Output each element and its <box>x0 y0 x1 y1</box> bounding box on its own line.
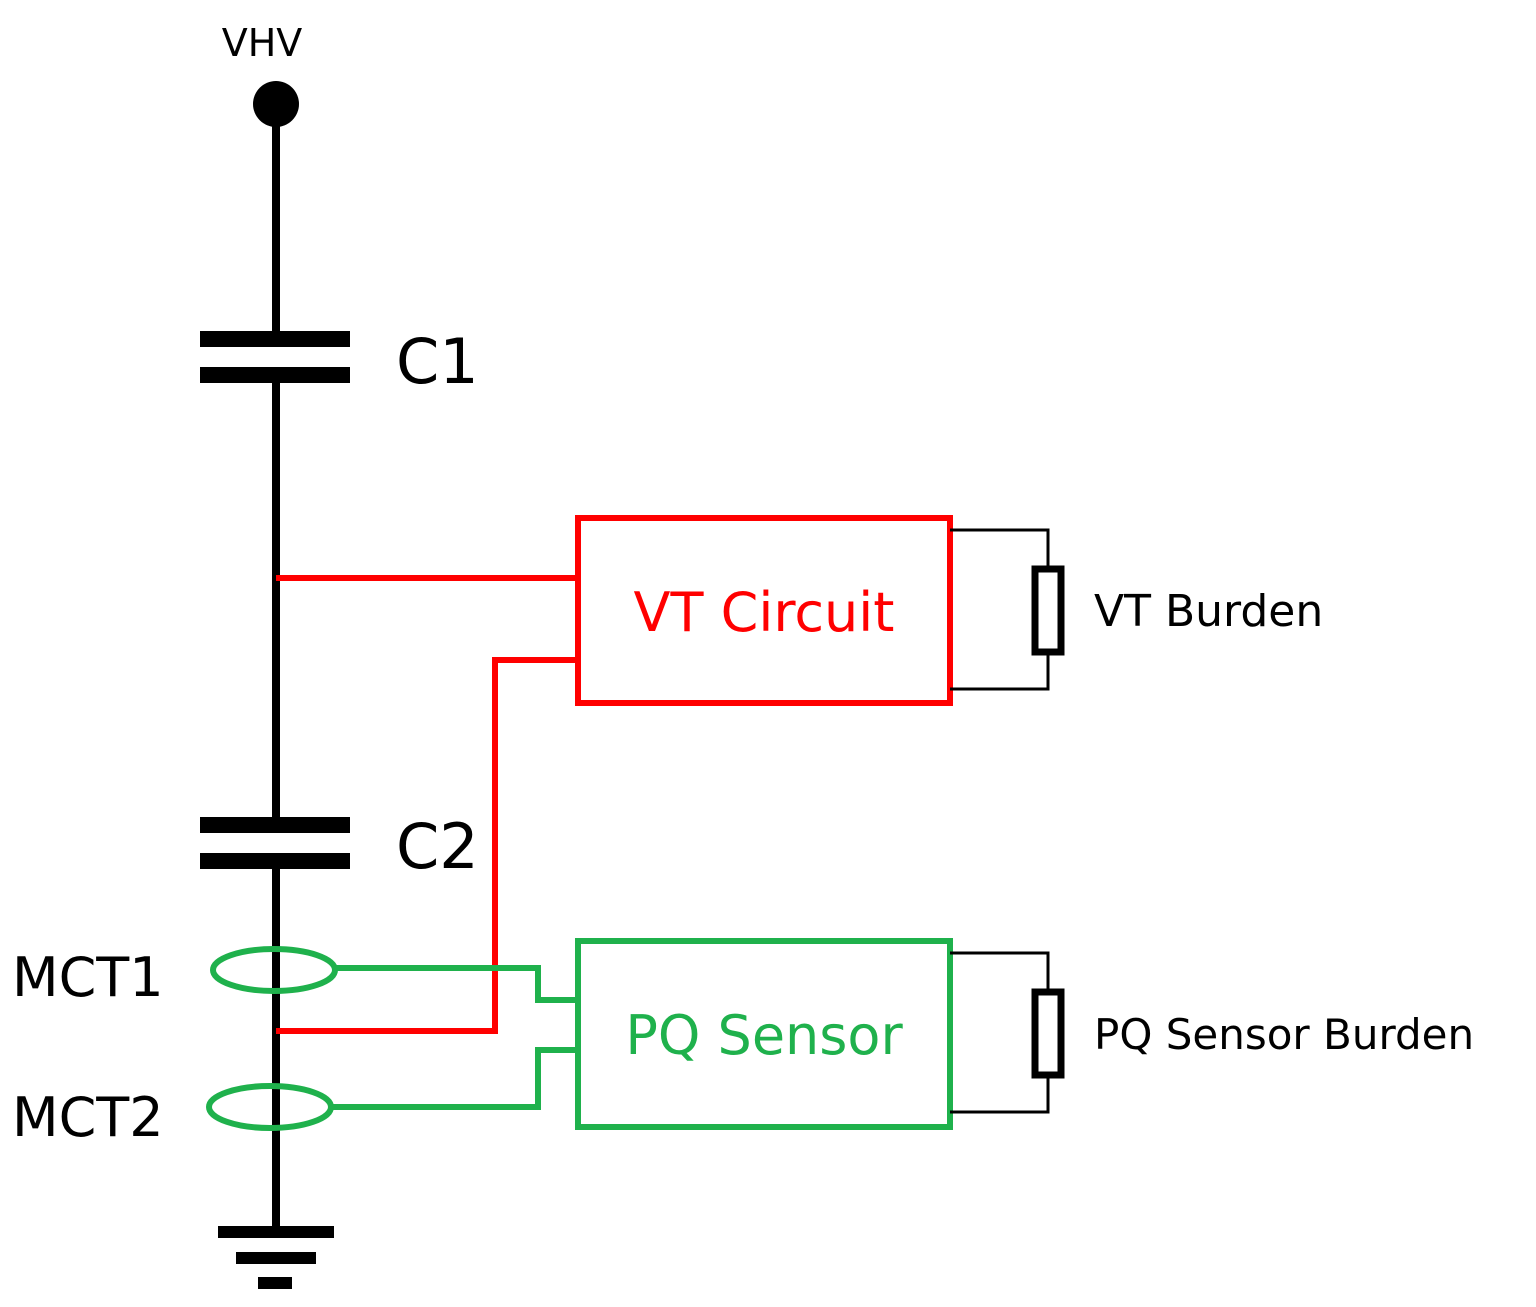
vt-circuit-box <box>575 515 953 706</box>
capacitor-c2 <box>200 817 350 869</box>
capacitor-c1 <box>200 331 350 383</box>
mct2-coil <box>206 1083 334 1131</box>
pq-wiring <box>331 965 577 1110</box>
pq-sensor-label: PQ Sensor <box>625 1004 903 1067</box>
c1-label: C1 <box>396 325 479 398</box>
vt-circuit-label: VT Circuit <box>634 581 895 644</box>
vt-wiring <box>276 575 577 1034</box>
pq-sensor-box <box>575 938 953 1130</box>
vt-burden-resistor <box>950 528 1065 691</box>
ground-symbol <box>218 1226 334 1289</box>
mct2-label: MCT2 <box>12 1086 164 1149</box>
vhv-label: VHV <box>222 21 303 65</box>
pq-sensor-burden-resistor <box>950 951 1065 1114</box>
c2-label: C2 <box>396 810 479 883</box>
mct1-label: MCT1 <box>12 946 164 1009</box>
vt-burden-label: VT Burden <box>1094 586 1323 637</box>
pq-sensor-burden-label: PQ Sensor Burden <box>1094 1010 1474 1059</box>
